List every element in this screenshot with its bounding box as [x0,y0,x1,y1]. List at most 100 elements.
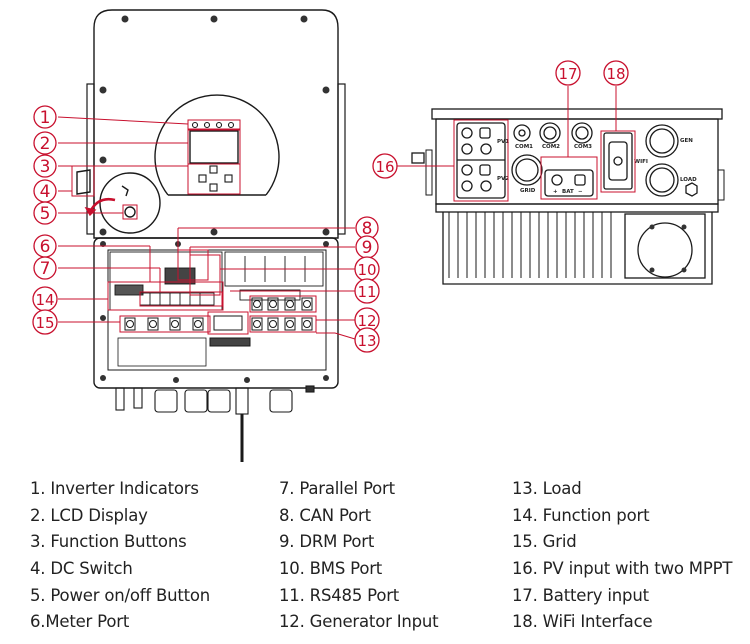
callout-15: 15 [32,309,58,335]
legend-item: 16. PV input with two MPPT [512,559,733,579]
svg-text:2: 2 [40,134,51,154]
pcb-board [109,251,324,311]
legend-item: 4. DC Switch [30,559,133,579]
bottom-connectors [115,385,315,462]
svg-text:5: 5 [40,204,51,224]
bottom-port-labels: PV1 PV2 COM1 COM2 COM3 GRID + BAT − WIFI… [497,138,697,195]
callout-11: 11 [354,278,380,304]
svg-text:−: − [578,189,583,195]
callout-5: 5 [33,201,57,225]
legend-item: 17. Battery input [512,585,649,605]
indicator-leds [191,121,235,129]
gen-port [645,124,679,158]
front-view [76,9,346,462]
svg-text:GRID: GRID [520,188,536,194]
legend-item: 5. Power on/off Button [30,585,211,605]
svg-text:BAT: BAT [562,189,574,195]
svg-text:COM1: COM1 [515,144,533,150]
svg-text:16: 16 [375,158,394,176]
legend-column-2: 7. Parallel Port 8. CAN Port 9. DRM Port… [279,476,439,636]
front-callout-highlights [57,116,356,340]
com1-port [513,124,531,142]
inverter-diagram: 1 2 3 4 5 6 7 8 9 10 11 12 13 14 15 [32,9,725,462]
legend-item: 3. Function Buttons [30,532,187,552]
svg-text:COM2: COM2 [542,144,560,150]
callout-10: 10 [354,256,380,282]
legend-item: 13. Load [512,479,582,498]
bottom-view [411,108,725,285]
callout-13: 13 [354,327,380,353]
svg-text:GEN: GEN [680,138,693,144]
callout-16: 16 [372,153,398,179]
callout-4: 4 [33,179,57,203]
legend-item: 10. BMS Port [279,559,383,579]
com2-port [539,122,561,144]
function-buttons [198,165,233,192]
legend-item: 18. WiFi Interface [512,612,653,632]
terminal-blocks [117,297,313,367]
callout-7: 7 [33,256,57,280]
wiring-compartment [93,237,339,389]
svg-text:12: 12 [357,312,376,330]
legend-item: 2. LCD Display [30,505,148,525]
callout-14: 14 [32,286,58,312]
lcd-screen [189,130,239,164]
top-screws [99,15,330,236]
right-handle [337,83,346,235]
heatsink-fins [448,212,612,278]
svg-text:WIFI: WIFI [634,159,648,165]
legend-item: 15. Grid [512,532,577,552]
legend-item: 9. DRM Port [279,532,375,552]
svg-text:+: + [553,189,558,195]
legend-item: 14. Function port [512,505,650,525]
bottom-callout-highlights [397,86,636,202]
callout-12: 12 [354,307,380,333]
display-panel-arc [154,94,280,196]
svg-text:9: 9 [362,238,373,258]
legend-item: 8. CAN Port [279,505,371,525]
com3-port [571,122,593,144]
svg-text:18: 18 [606,65,625,83]
power-button-detail [99,172,161,234]
wifi-port [603,132,633,190]
callout-2: 2 [33,131,57,155]
legend: 1. Inverter Indicators 2. LCD Display 3.… [0,476,750,644]
svg-text:17: 17 [558,65,577,83]
callout-18: 18 [603,60,629,86]
svg-text:LOAD: LOAD [680,177,697,183]
svg-text:3: 3 [40,157,51,177]
callout-9: 9 [355,235,379,259]
svg-text:COM3: COM3 [574,144,592,150]
legend-item: 12. Generator Input [279,612,439,632]
bottom-housing-top-lip [431,108,723,120]
front-callouts: 1 2 3 4 5 6 7 8 9 10 11 12 13 14 15 [32,105,380,353]
legend-item: 11. RS485 Port [279,585,400,605]
inverter-top-cover [93,9,339,239]
svg-text:4: 4 [40,182,51,202]
grid-port [511,154,543,186]
svg-text:6: 6 [40,237,51,257]
battery-connector-block [544,169,594,197]
callout-3: 3 [33,154,57,178]
svg-text:8: 8 [362,219,373,239]
fan [637,222,693,278]
svg-text:15: 15 [35,314,54,332]
callout-6: 6 [33,234,57,258]
load-port [645,163,679,197]
svg-text:7: 7 [40,259,51,279]
svg-text:13: 13 [357,332,376,350]
legend-column-1: 1. Inverter Indicators 2. LCD Display 3.… [30,476,210,636]
legend-item: 1. Inverter Indicators [30,479,199,498]
legend-item: 6.Meter Port [30,612,130,632]
callout-17: 17 [555,60,581,86]
svg-text:PV1: PV1 [497,139,509,145]
legend-item: 7. Parallel Port [279,479,395,498]
bottom-callouts: 16 17 18 [372,60,629,179]
dc-switch [76,169,91,195]
svg-text:10: 10 [357,261,376,279]
svg-text:PV2: PV2 [497,176,509,182]
fan-housing [624,213,706,279]
left-handle [86,83,95,235]
svg-text:1: 1 [40,108,51,128]
svg-text:14: 14 [35,291,54,309]
